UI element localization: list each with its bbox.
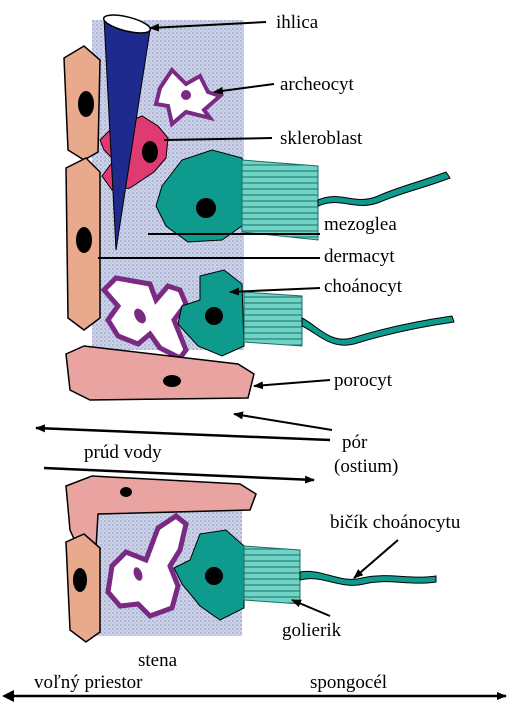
archeocyt-label: archeocyt [280,74,355,95]
por-label: pór [342,432,368,453]
ihlica-label: ihlica [276,12,319,33]
golierik-collar-lower [244,546,300,604]
golierik-collar-2 [244,292,302,346]
golierik-collar-1 [242,160,318,240]
volny-priestor-label: voľný priestor [34,672,143,693]
porocyt-leader [254,380,330,386]
porocyt-label: porocyt [334,370,393,391]
bicik-flagellum-lower [300,571,436,585]
water-flow-arrow-left [36,428,330,440]
dermacyt-nucleus-2 [76,227,92,253]
stena-label: stena [138,650,178,671]
dermacyt-nucleus-lower [73,568,87,592]
choanocyt-nucleus-1 [196,198,216,218]
porocyt-nucleus-lower [120,487,132,497]
bicik-leader [354,540,398,578]
por-leader [234,414,332,430]
choanocyt-nucleus-lower [205,567,223,585]
spongocel-label: spongocél [310,672,387,693]
porocyt-nucleus [163,375,181,387]
ostium-label: (ostium) [334,456,398,477]
skleroblast-label: skleroblast [280,128,363,149]
prud-vody-label: prúd vody [84,442,162,463]
dermacyt-label: dermacyt [324,246,395,267]
golierik-label: golierik [282,620,342,641]
skleroblast-nucleus [142,141,158,163]
archeocyt-nucleus [181,90,191,100]
bicik-flagellum-2 [302,316,454,345]
mezoglea-label: mezoglea [324,214,397,235]
bottom-axis-left-head [2,690,14,702]
dermacyt-nucleus-1 [78,91,94,117]
bicik-flagellum-1 [318,172,450,206]
bicik-label: bičík choánocytu [330,512,461,533]
choanocyt-label: choánocyt [324,276,403,297]
choanocyt-nucleus-2 [205,307,223,325]
golierik-leader [292,600,330,616]
